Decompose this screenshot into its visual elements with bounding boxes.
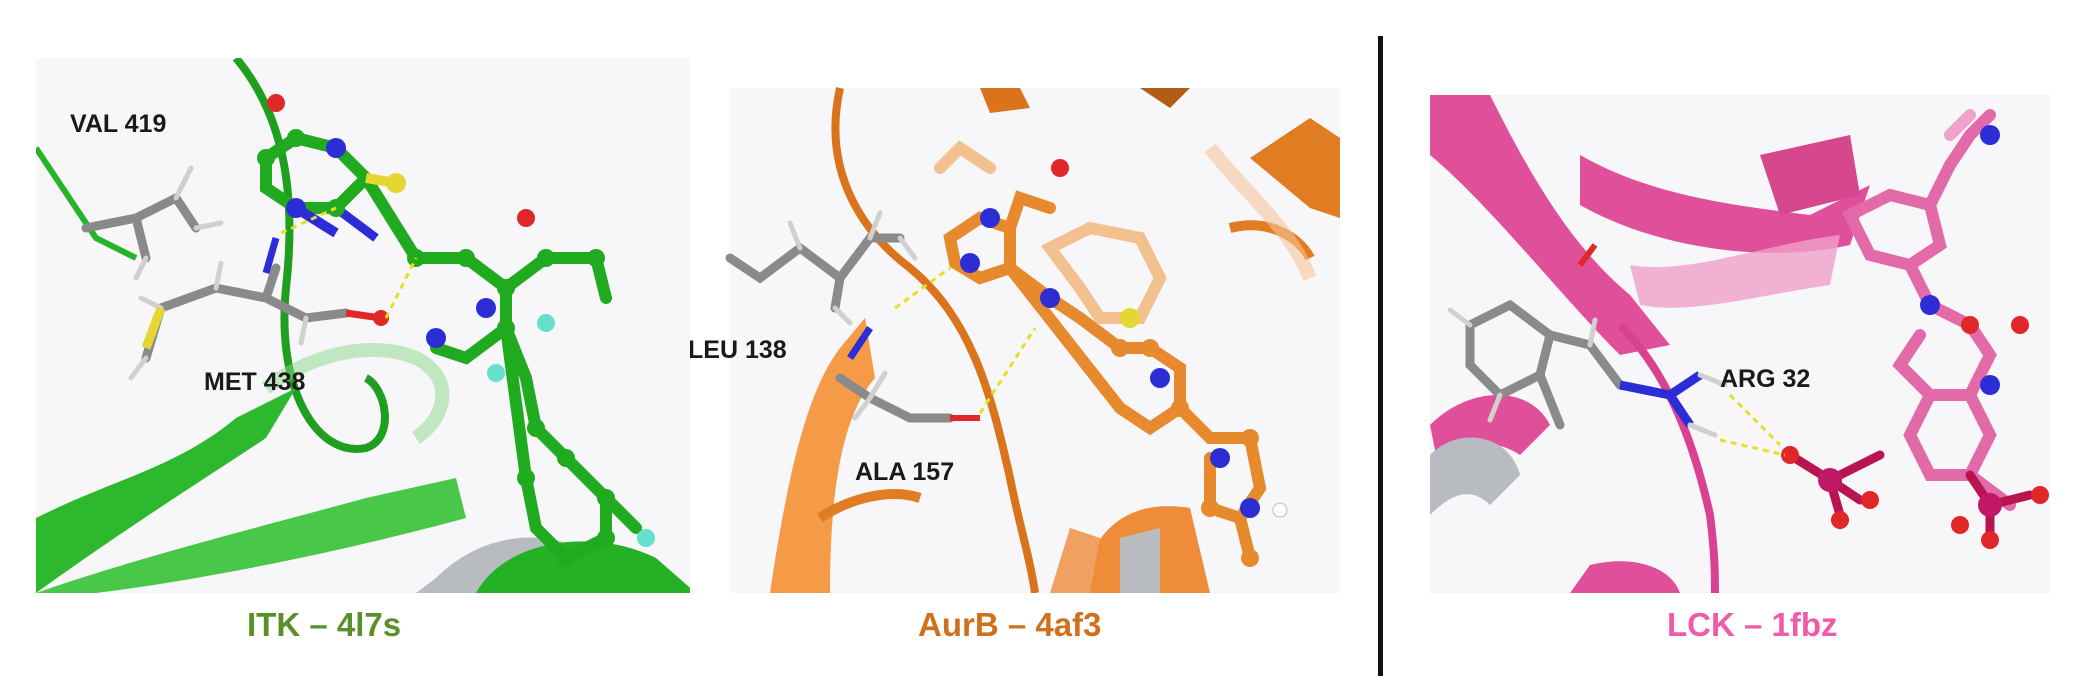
itk-structure-image: VAL 419 MET 438 [36, 58, 696, 593]
itk-molecule-render [36, 58, 696, 593]
residue-label-met438: MET 438 [204, 368, 306, 396]
residue-label-arg32: ARG 32 [1720, 365, 1811, 393]
residue-label-ala157: ALA 157 [855, 458, 955, 486]
itk-caption: ITK – 4l7s [247, 606, 402, 643]
lck-caption: LCK – 1fbz [1667, 606, 1838, 643]
aurb-caption: AurB – 4af3 [918, 606, 1102, 643]
residue-label-leu138: LEU 138 [690, 336, 787, 364]
panel-divider [1378, 36, 1383, 676]
lck-structure-image: ARG 32 [1430, 95, 2050, 593]
aurb-molecule-render [690, 58, 1340, 593]
residue-label-val419: VAL 419 [70, 110, 167, 138]
lck-molecule-render [1430, 95, 2049, 593]
aurb-structure-image: LEU 138 ALA 157 [690, 58, 1340, 593]
